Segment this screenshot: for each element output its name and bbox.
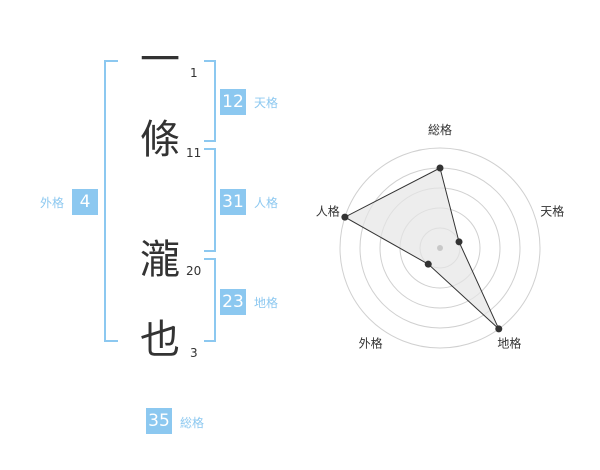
radar-axis-label: 外格	[359, 335, 383, 350]
radar-axis-label: 人格	[316, 204, 340, 219]
radar-point	[495, 325, 503, 333]
chikaku-bracket	[204, 258, 216, 342]
stroke-count-1: 1	[190, 66, 198, 80]
radar-axis-label: 地格	[497, 335, 521, 350]
stroke-count-4: 3	[190, 346, 198, 360]
soukaku-label: 総格	[180, 416, 205, 430]
soukaku-badge: 35	[146, 408, 172, 434]
name-char-2: 條	[140, 117, 180, 163]
stroke-count-3: 20	[186, 264, 202, 278]
gaikaku-label: 外格	[40, 196, 65, 210]
jinkaku-bracket	[204, 148, 216, 252]
radar-point	[341, 213, 349, 221]
chikaku-badge: 23	[220, 289, 246, 315]
radar-center-dot	[437, 245, 443, 251]
name-char-3: 瀧	[140, 237, 180, 283]
radar-series-polygon	[343, 167, 500, 330]
gaikaku-badge: 4	[72, 189, 98, 215]
name-char-1: 一	[140, 37, 180, 83]
radar-axis-label: 総格	[428, 122, 452, 137]
tenkaku-badge: 12	[220, 89, 246, 115]
radar-grid-ring	[339, 147, 541, 349]
stroke-count-2: 11	[186, 146, 202, 160]
name-char-4: 也	[140, 317, 180, 363]
radar-point	[424, 260, 432, 268]
radar-point	[455, 238, 463, 246]
radar-point	[436, 164, 444, 172]
gaikaku-bracket	[104, 60, 118, 342]
chikaku-label: 地格	[254, 296, 279, 310]
tenkaku-bracket	[204, 60, 216, 142]
tenkaku-label: 天格	[254, 96, 279, 110]
jinkaku-label: 人格	[254, 196, 279, 210]
radar-axis-label: 天格	[540, 204, 564, 219]
jinkaku-badge: 31	[220, 189, 246, 215]
